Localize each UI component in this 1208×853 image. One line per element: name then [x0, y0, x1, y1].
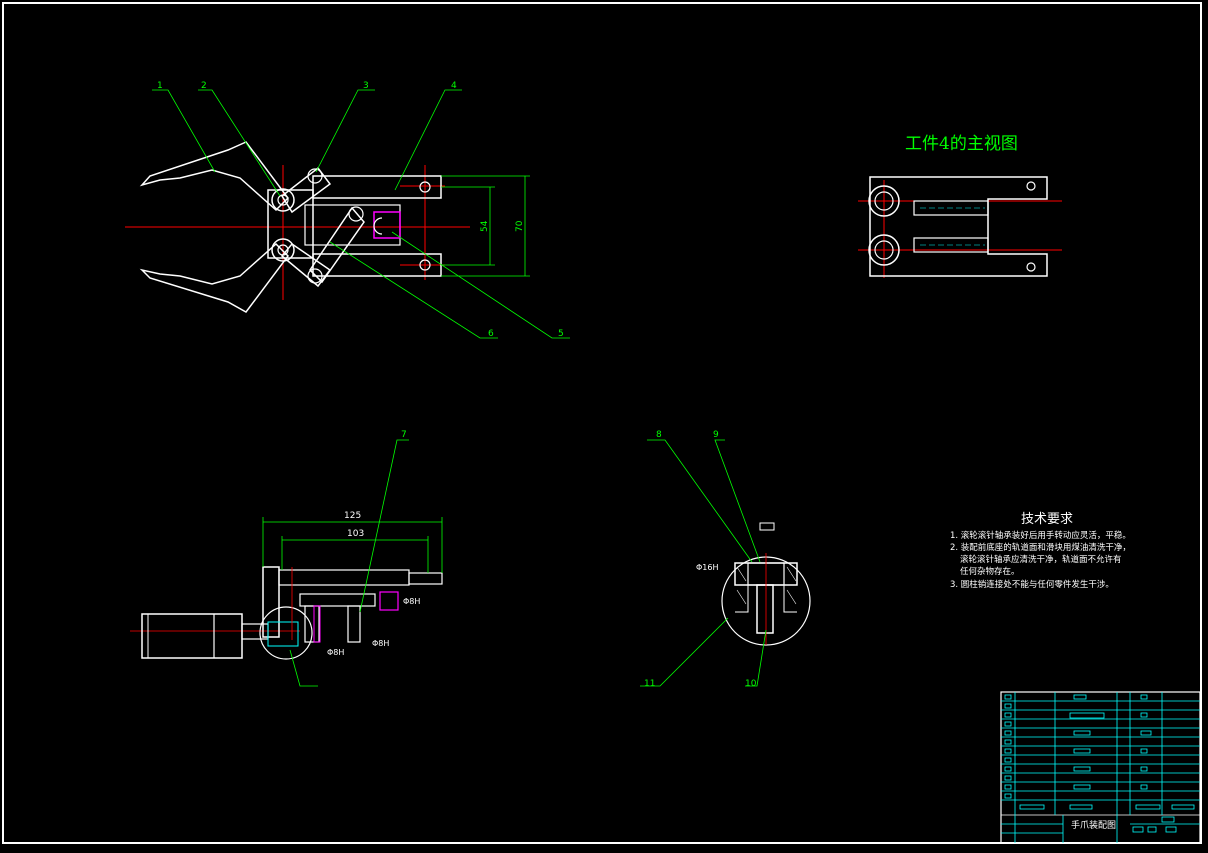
gripper-side-view: 125 103 Φ8H Φ8H Φ8H 7	[130, 430, 443, 687]
dim-54: 54	[480, 220, 490, 232]
tech-line-3: 滚轮滚针轴承应清洗干净，轨道面不允许有	[960, 554, 1122, 565]
callout-7: 7	[401, 430, 407, 440]
callout-1: 1	[157, 81, 163, 91]
callout-11: 11	[644, 679, 655, 689]
dim-phi16: Φ16H	[696, 563, 719, 572]
dim-phi8-c: Φ8H	[327, 648, 344, 657]
tech-title: 技术要求	[1021, 512, 1073, 527]
workpiece-4-view: 工件4的主视图	[858, 134, 1062, 278]
technical-requirements: 技术要求 1. 滚轮滚针轴承装好后用手转动应灵活，平稳。 2. 装配前底座的轨道…	[950, 512, 1131, 590]
callout-8: 8	[656, 430, 662, 440]
tech-line-1: 1. 滚轮滚针轴承装好后用手转动应灵活，平稳。	[950, 530, 1131, 541]
pin-detail-view: Φ16H 8 9 10 11	[640, 430, 811, 689]
tech-line-5: 3. 圆柱销连接处不能与任何零件发生干涉。	[950, 579, 1114, 590]
gripper-main-view: 54 70 1 2 3 4 5 6	[125, 81, 570, 339]
callout-10: 10	[745, 679, 757, 689]
dim-125: 125	[344, 511, 361, 521]
tech-line-4: 任何杂物存在。	[960, 566, 1020, 577]
callout-6: 6	[488, 329, 494, 339]
callout-5: 5	[558, 329, 564, 339]
view-title: 工件4的主视图	[905, 134, 1018, 154]
callout-2: 2	[201, 81, 207, 91]
dim-phi8-b: Φ8H	[372, 639, 389, 648]
callout-3: 3	[363, 81, 369, 91]
drawing-name: 手爪装配图	[1071, 819, 1116, 831]
dim-70: 70	[515, 220, 525, 232]
callout-9: 9	[713, 430, 719, 440]
tech-line-2: 2. 装配前底座的轨道面和滑块用煤油清洗干净，	[950, 542, 1131, 553]
title-block	[1000, 691, 1201, 844]
dim-phi8-a: Φ8H	[403, 597, 420, 606]
dim-103: 103	[347, 529, 364, 539]
callout-4: 4	[451, 81, 457, 91]
